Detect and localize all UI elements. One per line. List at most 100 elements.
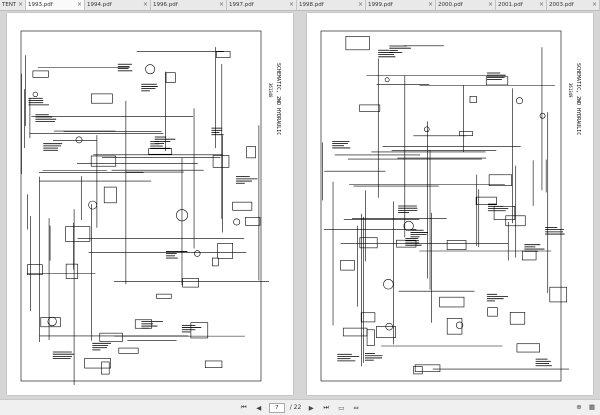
pump-symbol xyxy=(383,279,394,290)
fit-width-icon[interactable]: ⇔ xyxy=(353,403,359,412)
valve-symbol xyxy=(245,217,261,226)
pump-symbol xyxy=(403,220,414,232)
valve-symbol xyxy=(156,293,172,299)
tab-5[interactable]: 1998.pdf × xyxy=(297,0,366,10)
tab-label: 2000.pdf xyxy=(438,2,463,8)
close-icon[interactable]: × xyxy=(288,1,294,8)
tab-label: 1997.pdf xyxy=(229,2,254,8)
document-viewer[interactable]: 361348 SCHEMATIC, 2WD HYDRAULIC 361349 S… xyxy=(0,11,600,399)
fit-page-icon[interactable]: ▭ xyxy=(338,403,345,412)
valve-symbol xyxy=(487,307,498,317)
valve-symbol xyxy=(190,322,209,339)
valve-symbol xyxy=(396,239,417,248)
valve-symbol xyxy=(91,93,113,104)
close-icon[interactable]: × xyxy=(142,1,148,8)
schematic-frame xyxy=(320,30,562,382)
valve-symbol xyxy=(204,360,223,368)
valve-symbol xyxy=(165,72,176,83)
page-number-input[interactable]: 7 xyxy=(268,402,285,413)
valve-symbol xyxy=(360,312,376,323)
doc-number: 361349 xyxy=(568,83,573,98)
tab-label: 2003.pdf xyxy=(549,2,574,8)
valve-symbol xyxy=(246,146,256,159)
pdf-page-left[interactable]: 361348 SCHEMATIC, 2WD HYDRAULIC xyxy=(7,13,293,395)
valve-symbol xyxy=(232,201,253,211)
tab-label: 1993.pdf xyxy=(28,2,53,8)
first-page-icon[interactable]: ⏮ xyxy=(240,403,247,411)
valve-symbol xyxy=(65,263,79,279)
valve-symbol xyxy=(90,155,117,167)
valve-symbol xyxy=(446,240,467,250)
tab-2[interactable]: 1994.pdf× xyxy=(85,0,151,10)
tab-3[interactable]: 1996.pdf× xyxy=(151,0,227,10)
tab-label: 1998.pdf xyxy=(299,2,324,8)
page-total: / 22 xyxy=(289,404,302,411)
valve-symbol xyxy=(488,174,512,186)
pdf-toolbar: ⏮ ◀ 7 / 22 ▶ ⏭ ▭ ⇔ ⊕ ▦ xyxy=(0,399,600,415)
valve-symbol xyxy=(459,131,473,136)
tab-label: TENT... xyxy=(2,2,16,8)
close-icon[interactable]: × xyxy=(538,1,544,8)
schematic-title: SCHEMATIC, 2WD HYDRAULIC xyxy=(275,63,281,135)
close-icon[interactable]: × xyxy=(357,1,363,8)
pump-symbol xyxy=(75,136,83,144)
valve-symbol xyxy=(215,51,231,58)
tab-label: 1999.pdf xyxy=(368,2,393,8)
tab-7[interactable]: 2000.pdf × xyxy=(436,0,496,10)
doc-number: 361348 xyxy=(268,83,273,98)
tab-label: 2001.pdf xyxy=(498,2,523,8)
next-page-icon[interactable]: ▶ xyxy=(308,403,314,412)
pump-symbol xyxy=(424,126,430,133)
valve-symbol xyxy=(446,318,463,335)
valve-symbol xyxy=(509,312,526,325)
valve-symbol xyxy=(505,215,526,227)
close-icon[interactable]: × xyxy=(427,1,433,8)
close-icon[interactable]: × xyxy=(17,1,23,8)
valve-symbol xyxy=(359,237,378,249)
tab-9[interactable]: 2003.pdf × xyxy=(547,0,600,10)
valve-symbol xyxy=(84,358,111,369)
pump-symbol xyxy=(233,218,241,226)
pump-symbol xyxy=(145,64,156,75)
tab-0[interactable]: TENT...× xyxy=(0,0,26,10)
close-icon[interactable]: × xyxy=(76,1,82,8)
valve-symbol xyxy=(359,104,381,112)
valve-symbol xyxy=(366,329,375,346)
valve-symbol xyxy=(516,343,540,353)
valve-symbol xyxy=(469,96,477,103)
tab-4[interactable]: 1997.pdf × xyxy=(227,0,297,10)
valve-symbol xyxy=(212,155,230,168)
close-icon[interactable]: × xyxy=(591,1,597,8)
prev-page-icon[interactable]: ◀ xyxy=(256,403,262,412)
tab-6[interactable]: 1999.pdf × xyxy=(366,0,436,10)
zoom-in-icon[interactable]: ⊕ xyxy=(576,403,582,411)
close-icon[interactable]: × xyxy=(218,1,224,8)
pump-symbol xyxy=(455,321,464,329)
grid-icon[interactable]: ▦ xyxy=(588,403,596,411)
valve-symbol xyxy=(439,296,465,308)
pump-symbol xyxy=(88,200,98,210)
valve-symbol xyxy=(217,243,233,259)
valve-symbol xyxy=(340,260,355,271)
valve-symbol xyxy=(345,35,370,51)
pump-symbol xyxy=(176,209,188,222)
close-icon[interactable]: × xyxy=(487,1,493,8)
last-page-icon[interactable]: ⏭ xyxy=(323,403,330,411)
valve-symbol xyxy=(549,286,568,303)
valve-symbol xyxy=(65,226,91,242)
pump-symbol xyxy=(539,112,546,119)
valve-symbol xyxy=(414,364,441,372)
valve-symbol xyxy=(32,70,49,78)
hydraulic-schematic-left: 361348 SCHEMATIC, 2WD HYDRAULIC xyxy=(20,30,281,385)
tab-1[interactable]: 1993.pdf × xyxy=(26,0,85,10)
valve-symbol xyxy=(493,205,516,220)
valve-symbol xyxy=(182,278,199,288)
pump-symbol xyxy=(385,322,393,331)
pdf-page-right[interactable]: 361349 SCHEMATIC, 2WD HYDRAULIC xyxy=(307,13,593,395)
valve-symbol xyxy=(103,186,117,204)
pump-symbol xyxy=(516,97,523,105)
schematic-title: SCHEMATIC, 2WD HYDRAULIC xyxy=(575,63,581,135)
pump-symbol xyxy=(384,77,390,83)
valve-symbol xyxy=(485,76,509,86)
tab-8[interactable]: 2001.pdf × xyxy=(496,0,547,10)
